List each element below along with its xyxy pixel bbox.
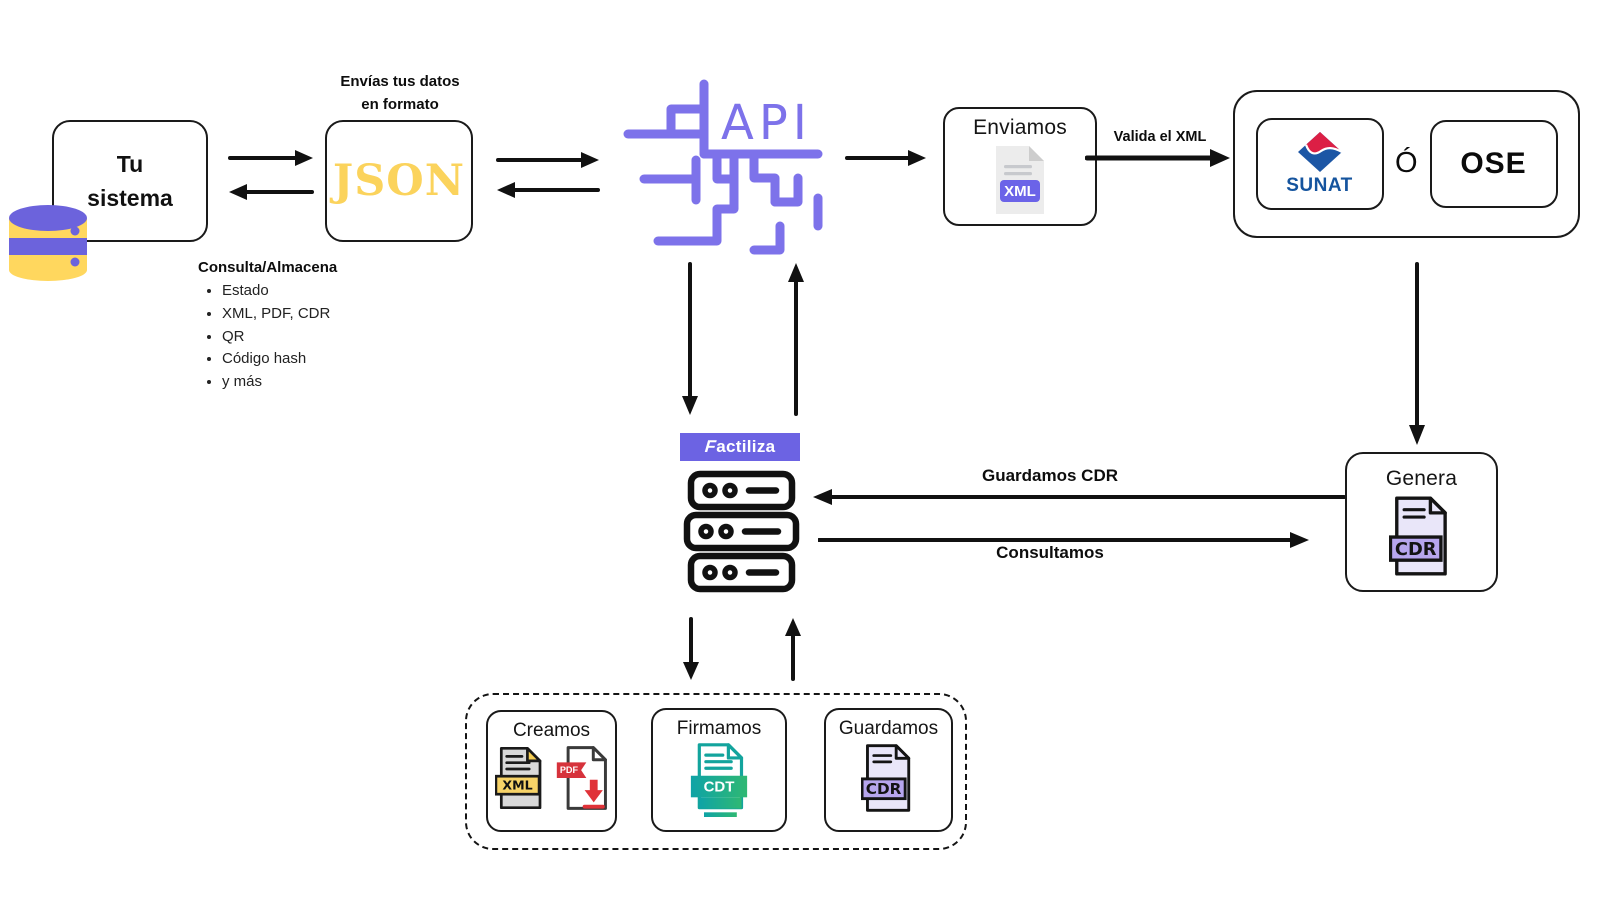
- cdr-badge-label: CDR: [1394, 539, 1436, 560]
- arrow-json-to-api: [496, 152, 599, 168]
- tu-sistema-title: Tu sistema: [87, 150, 173, 212]
- xml-outlined-file-icon: XML: [494, 746, 541, 810]
- firmamos-node: Firmamos CDT: [651, 708, 787, 832]
- ose-box: OSE: [1429, 120, 1558, 208]
- arrow-api-to-factiliza: [682, 262, 698, 415]
- arrow-api-to-enviamos: [845, 150, 926, 166]
- consulta-item: XML, PDF, CDR: [222, 304, 408, 324]
- sunat-logo-icon: [1297, 132, 1343, 172]
- arrow-server-to-genera: [818, 532, 1309, 548]
- ose-label: OSE: [1460, 147, 1527, 180]
- consulta-item: Código hash: [222, 349, 408, 369]
- xml-file-icon: XML: [996, 145, 1044, 214]
- pdf-badge-label: PDF: [559, 765, 578, 775]
- arrow-enviamos-to-sunat: [1085, 149, 1230, 167]
- consultamos-label: Consultamos: [996, 543, 1104, 562]
- or-separator: Ó: [1395, 147, 1418, 179]
- creamos-node: Creamos XML PDF: [486, 710, 617, 832]
- database-icon: [9, 205, 87, 281]
- cdt-file-icon: CDT: [690, 743, 748, 817]
- api-label: API: [721, 95, 812, 151]
- firmamos-title: Firmamos: [676, 718, 762, 739]
- guardamos-title: Guardamos: [838, 718, 939, 739]
- enviamos-node: Enviamos XML: [943, 107, 1097, 226]
- consulta-item: Estado: [222, 281, 408, 301]
- factiliza-brand-rest: actiliza: [716, 437, 776, 456]
- arrow-factiliza-to-api: [788, 263, 804, 416]
- consulta-item: QR: [222, 327, 408, 347]
- creamos-title: Creamos: [512, 720, 591, 741]
- sunat-box: SUNAT: [1255, 118, 1384, 210]
- server-stack-icon: [683, 470, 800, 593]
- pipeline-group: [465, 693, 967, 850]
- pdf-file-icon: PDF: [556, 746, 607, 810]
- arrow-json-to-sistema: [229, 184, 314, 200]
- json-node: JSON: [325, 120, 473, 242]
- cdr-badge-label: CDR: [865, 780, 901, 798]
- arrow-api-to-json: [497, 182, 600, 198]
- genera-title: Genera: [1385, 467, 1458, 490]
- arrow-genera-to-server: [813, 489, 1345, 505]
- cdr-file-icon: CDR: [860, 744, 910, 812]
- enviamos-title: Enviamos: [973, 115, 1067, 139]
- sunat-label: SUNAT: [1286, 175, 1353, 196]
- guardamos-node: Guardamos CDR: [824, 708, 953, 832]
- cdr-file-icon: CDR: [1388, 496, 1447, 576]
- xml-badge-label: XML: [1004, 183, 1036, 200]
- validators-node: SUNAT OSE: [1233, 90, 1580, 238]
- consulta-item: y más: [222, 372, 408, 392]
- consulta-almacena-list: Consulta/Almacena Estado XML, PDF, CDR Q…: [198, 259, 408, 395]
- cdt-badge-label: CDT: [704, 779, 735, 796]
- arrow-server-to-pipeline: [683, 617, 699, 680]
- consulta-items: Estado XML, PDF, CDR QR Código hash y má…: [198, 281, 408, 392]
- xml-badge-label: XML: [502, 778, 532, 793]
- json-label: JSON: [332, 156, 466, 206]
- api-logo-icon: API: [623, 79, 823, 255]
- arrow-sunat-to-genera: [1409, 262, 1425, 445]
- arrow-sistema-to-json: [228, 150, 313, 166]
- consulta-title: Consulta/Almacena: [198, 259, 338, 276]
- valida-xml-label: Valida el XML: [1113, 129, 1207, 145]
- genera-node: Genera CDR: [1345, 452, 1498, 592]
- json-caption: Envías tus datos en formato: [340, 73, 460, 114]
- arrow-pipeline-to-server: [785, 618, 801, 681]
- guardamos-cdr-label: Guardamos CDR: [981, 466, 1119, 485]
